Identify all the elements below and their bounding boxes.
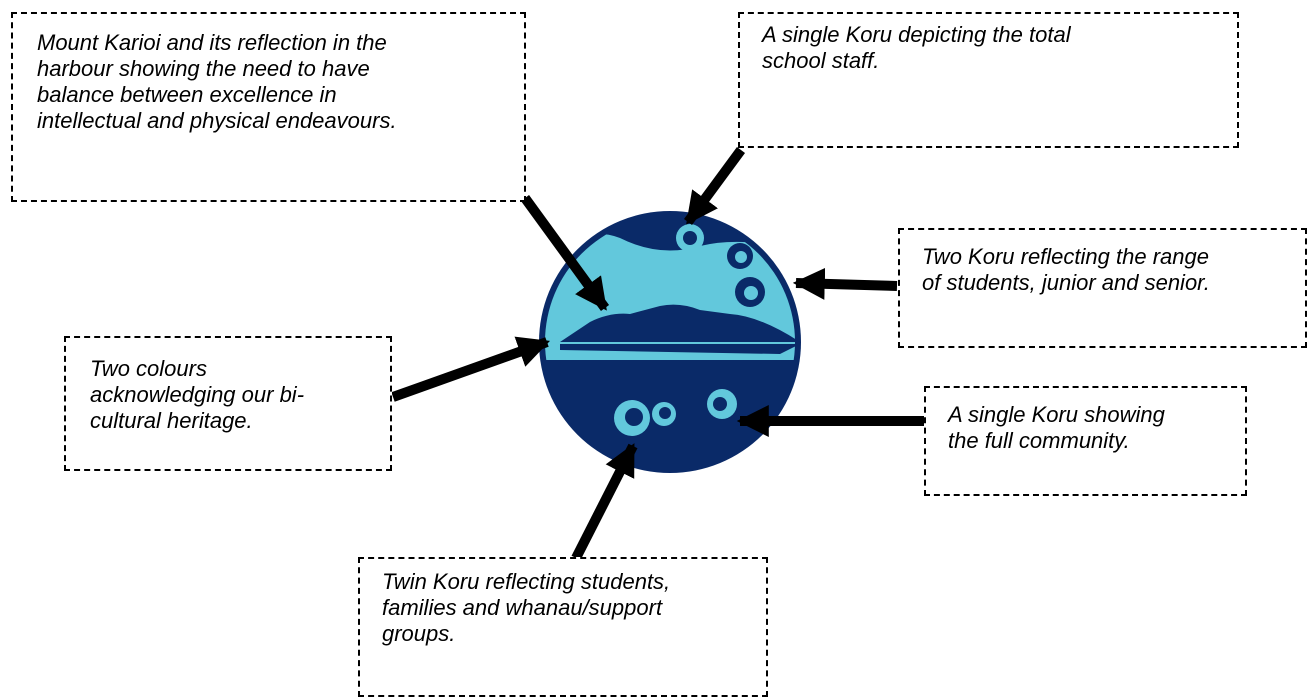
- callout-community: A single Koru showing the full community…: [924, 386, 1247, 496]
- arrows: [391, 147, 924, 561]
- logo-top-band: [542, 214, 798, 251]
- arrow-twin: [571, 443, 638, 561]
- arrow-colours: [391, 336, 551, 402]
- koru-twin-icon: [614, 400, 676, 436]
- mountain-shape: [560, 304, 798, 342]
- callout-staff: A single Koru depicting the total school…: [738, 12, 1239, 148]
- callout-range: Two Koru reflecting the range of student…: [898, 228, 1307, 348]
- callout-colours: Two colours acknowledging our bi- cultur…: [64, 336, 392, 471]
- callout-mountain: Mount Karioi and its reflection in the h…: [11, 12, 526, 202]
- koru-community-icon: [707, 389, 737, 419]
- callout-twin: Twin Koru reflecting students, families …: [358, 557, 768, 697]
- school-logo: [539, 211, 801, 473]
- arrow-mountain: [520, 195, 610, 311]
- koru-range-icon: [727, 243, 765, 307]
- mountain-reflection: [560, 344, 798, 354]
- koru-staff-icon: [676, 224, 704, 252]
- arrow-staff: [683, 147, 746, 225]
- arrow-range: [792, 267, 898, 300]
